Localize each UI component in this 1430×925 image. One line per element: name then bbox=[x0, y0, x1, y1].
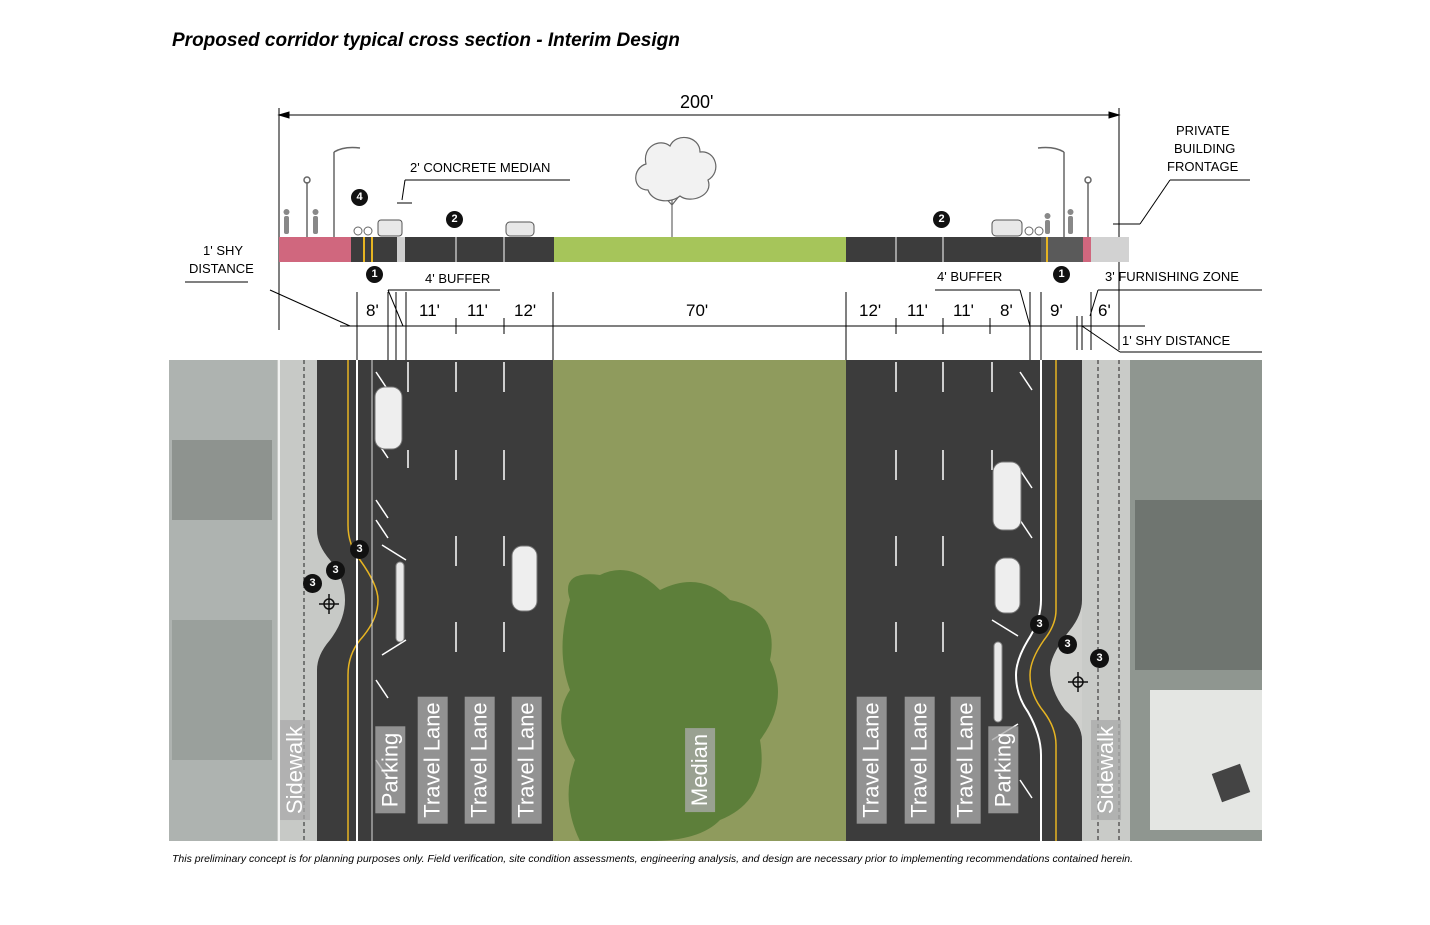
plan-label-travel-lane-r1: Travel Lane bbox=[857, 690, 887, 830]
badge-2-left: 2 bbox=[446, 211, 463, 228]
disclaimer-text: This preliminary concept is for planning… bbox=[172, 853, 1134, 865]
private-frontage-line1: PRIVATE bbox=[1176, 123, 1230, 138]
plan-label-median: Median bbox=[685, 710, 715, 830]
right-sidewalk-section bbox=[1091, 237, 1129, 262]
plan-label-sidewalk-left: Sidewalk bbox=[280, 700, 311, 840]
plan-label-travel-lane-r3: Travel Lane bbox=[951, 690, 981, 830]
concrete-median-label: 2' CONCRETE MEDIAN bbox=[410, 160, 551, 175]
left-sidewalk-section bbox=[279, 237, 351, 262]
dim-median: 70' bbox=[686, 301, 709, 320]
badge-3-plan-b: 3 bbox=[326, 561, 345, 580]
street-light-icon bbox=[303, 146, 1092, 237]
plan-label-parking-left: Parking bbox=[375, 700, 405, 840]
segment-dimension-line bbox=[340, 292, 1145, 360]
badge-3-plan-c: 3 bbox=[303, 574, 322, 593]
dim-right-bike-lane: 9' bbox=[1050, 301, 1063, 320]
median-section bbox=[554, 237, 846, 262]
badge-4: 4 bbox=[351, 189, 368, 206]
dim-left-lane-2: 11' bbox=[467, 301, 488, 320]
dim-left-lane-1: 11' bbox=[419, 301, 440, 320]
callout-lines bbox=[185, 179, 1262, 353]
plan-label-travel-lane-l1: Travel Lane bbox=[418, 690, 448, 830]
badge-3-plan-a: 3 bbox=[350, 540, 369, 559]
dim-right-sidewalk: 6' bbox=[1098, 301, 1111, 320]
dim-left-parking: 8' bbox=[366, 301, 379, 320]
furnishing-zone-label: 3' FURNISHING ZONE bbox=[1105, 269, 1239, 284]
bicycle-icon bbox=[353, 226, 1044, 236]
private-frontage-line2: BUILDING bbox=[1174, 141, 1236, 156]
dim-right-lane-1: 12' bbox=[859, 301, 882, 320]
left-travel-lanes-section bbox=[405, 237, 554, 262]
tree-icon bbox=[635, 136, 717, 237]
shy-left-line2: DISTANCE bbox=[189, 261, 254, 276]
plan-label-parking-right: Parking bbox=[988, 700, 1018, 840]
badge-3-plan-f: 3 bbox=[1090, 649, 1109, 668]
dim-right-parking: 8' bbox=[1000, 301, 1013, 320]
badge-2-right: 2 bbox=[933, 211, 950, 228]
total-dimension-line bbox=[277, 108, 1121, 330]
dim-right-lane-2: 11' bbox=[907, 301, 928, 320]
buffer-left-label: 4' BUFFER bbox=[425, 271, 491, 286]
dim-right-lane-3: 11' bbox=[953, 301, 974, 320]
badge-3-plan-d: 3 bbox=[1030, 615, 1049, 634]
badge-1-right: 1 bbox=[1053, 266, 1070, 283]
buffer-right-label: 4' BUFFER bbox=[937, 269, 1003, 284]
page-title: Proposed corridor typical cross section … bbox=[172, 30, 680, 51]
pedestrian-icon bbox=[283, 209, 1074, 234]
plan-label-travel-lane-l3: Travel Lane bbox=[512, 690, 542, 830]
signal-icon bbox=[319, 594, 1088, 692]
left-bike-lane-section bbox=[351, 237, 397, 262]
private-frontage-line3: FRONTAGE bbox=[1167, 159, 1239, 174]
plan-label-travel-lane-l2: Travel Lane bbox=[465, 690, 495, 830]
plan-label-travel-lane-r2: Travel Lane bbox=[905, 690, 935, 830]
plan-label-sidewalk-right: Sidewalk bbox=[1091, 700, 1122, 840]
shy-left-line1: 1' SHY bbox=[203, 243, 244, 258]
car-icon bbox=[377, 219, 1023, 237]
shy-right-label: 1' SHY DISTANCE bbox=[1122, 333, 1231, 348]
dim-left-lane-3: 12' bbox=[514, 301, 537, 320]
concrete-median-section bbox=[397, 237, 405, 262]
badge-3-plan-e: 3 bbox=[1058, 635, 1077, 654]
total-width-label: 200' bbox=[680, 92, 714, 112]
badge-1-left: 1 bbox=[366, 266, 383, 283]
